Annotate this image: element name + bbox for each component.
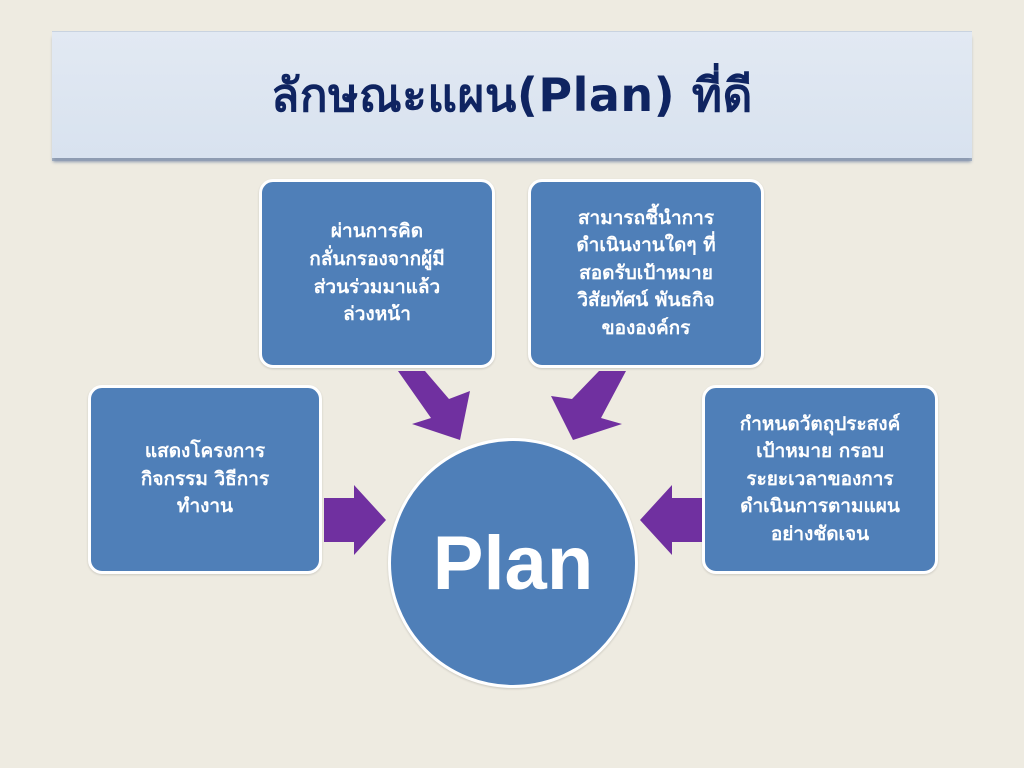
box-text-line: เป้าหมาย กรอบ [756, 440, 884, 463]
box-text-line: สอดรับเป้าหมาย [579, 261, 713, 284]
box-text-line: สามารถชี้นำการ [577, 206, 715, 229]
box-text-line: ขององค์กร [601, 316, 691, 339]
box-text-line: อย่างชัดเจน [770, 522, 870, 545]
box-text-line: แสดงโครงการ [144, 440, 266, 463]
box-top-right: สามารถชี้นำการ ดำเนินงานใดๆ ที่ สอดรับเป… [528, 179, 764, 368]
box-text-line: ระยะเวลาของการ [746, 467, 894, 490]
slide-title: ลักษณะแผน(Plan) ที่ดี [271, 67, 753, 122]
box-left: แสดงโครงการ กิจกรรม วิธีการ ทำงาน [88, 385, 322, 574]
box-text-line: ดำเนินการตามแผน [740, 495, 900, 518]
box-text-line: ส่วนร่วมมาแล้ว [313, 275, 441, 298]
box-text-line: กิจกรรม วิธีการ [140, 467, 270, 490]
center-circle: Plan [388, 438, 638, 688]
center-label: Plan [432, 520, 594, 606]
box-text-line: ดำเนินงานใดๆ ที่ [576, 234, 716, 257]
box-text-line: ผ่านการคิด [330, 220, 424, 243]
box-right: กำหนดวัตถุประสงค์ เป้าหมาย กรอบ ระยะเวลา… [702, 385, 938, 574]
box-text-line: กำหนดวัตถุประสงค์ [739, 412, 901, 435]
box-text-line: ทำงาน [176, 495, 234, 518]
arrow-from-top-left [398, 371, 470, 440]
box-text-line: กลั่นกรองจากผู้มี [309, 247, 445, 270]
arrow-from-top-right [551, 371, 626, 440]
arrow-from-right [640, 485, 702, 555]
box-text-line: ล่วงหน้า [343, 303, 411, 326]
box-top-left: ผ่านการคิด กลั่นกรองจากผู้มี ส่วนร่วมมาแ… [259, 179, 495, 368]
title-bar: ลักษณะแผน(Plan) ที่ดี [52, 31, 972, 158]
arrow-from-left [324, 485, 386, 555]
box-text-line: วิสัยทัศน์ พันธกิจ [577, 289, 715, 312]
